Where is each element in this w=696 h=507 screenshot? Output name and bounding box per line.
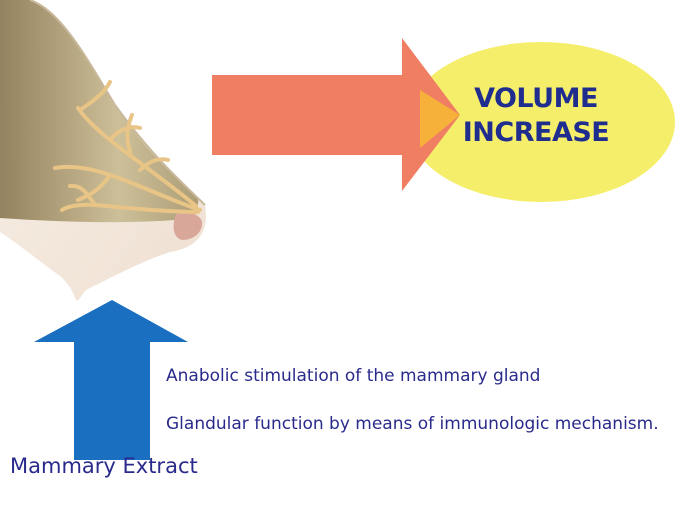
outcome-line-2: INCREASE bbox=[448, 116, 624, 150]
breast-illustration bbox=[0, 0, 206, 301]
up-arrow bbox=[34, 300, 188, 460]
mechanism-text-1: Anabolic stimulation of the mammary glan… bbox=[166, 366, 540, 386]
mechanism-text-2: Glandular function by means of immunolog… bbox=[166, 414, 659, 434]
outcome-label: VOLUME INCREASE bbox=[448, 82, 624, 150]
source-label: Mammary Extract bbox=[10, 454, 198, 478]
outcome-line-1: VOLUME bbox=[448, 82, 624, 116]
